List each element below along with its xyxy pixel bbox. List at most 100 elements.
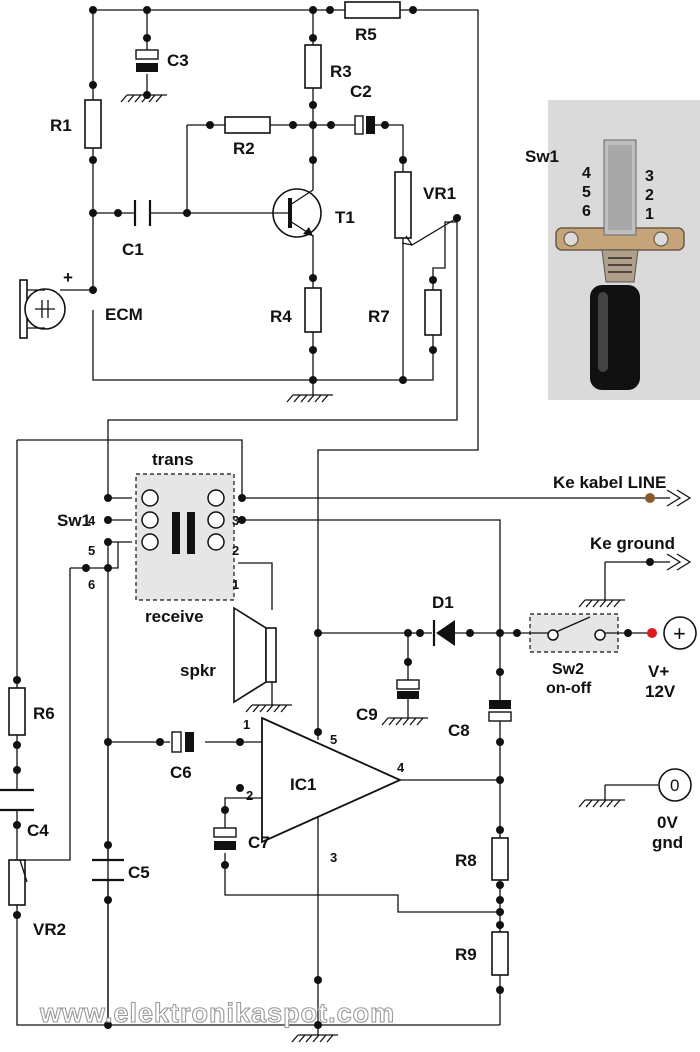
photo-pin-1: 1 (645, 206, 654, 223)
junction-dots (13, 6, 654, 1029)
r3-body (304, 44, 322, 89)
r4-body (304, 287, 322, 333)
ground-label: Ke ground (590, 534, 675, 553)
r3-label: R3 (330, 62, 352, 81)
t1-transistor (272, 188, 322, 238)
sw1-pin-3: 3 (232, 513, 239, 528)
c5-label: C5 (128, 863, 150, 882)
photo-pin-4: 4 (582, 165, 591, 182)
vr2-label: VR2 (33, 920, 66, 939)
line-connector[interactable] (645, 489, 692, 507)
component-labels: R1 R2 R3 R4 R5 R6 R7 R8 R9 C1 C2 C3 C4 C… (27, 25, 477, 964)
r4-label: R4 (270, 307, 292, 326)
photo-pin-3: 3 (645, 168, 654, 185)
vplus-label: V+ (648, 662, 669, 681)
r8-body (491, 837, 509, 881)
zero-icon: 0 (670, 776, 679, 795)
receive-label: receive (145, 607, 204, 626)
t1-label: T1 (335, 208, 355, 227)
sw2-label: Sw2 (552, 661, 584, 678)
c9-capacitor (396, 679, 420, 699)
ic-pin-2: 2 (246, 788, 253, 803)
zero-volt-terminal[interactable] (658, 768, 692, 802)
c2-capacitor (354, 115, 375, 135)
c4-label: C4 (27, 821, 49, 840)
ic-pin-3: 3 (330, 850, 337, 865)
r5-label: R5 (355, 25, 377, 44)
vr1-label: VR1 (423, 184, 456, 203)
photo-sw1-label: Sw1 (525, 147, 559, 166)
sw1-labels: Sw1 trans receive 4 5 6 3 2 1 (57, 450, 239, 626)
ic1-amplifier (261, 716, 403, 844)
ground-symbols (120, 94, 625, 1043)
c8-label: C8 (448, 721, 470, 740)
spkr-label: spkr (180, 661, 216, 680)
r9-label: R9 (455, 945, 477, 964)
c7-label: C7 (248, 833, 270, 852)
c4-capacitor (0, 788, 34, 812)
switch-photo (548, 100, 700, 400)
vr2-potentiometer (8, 859, 28, 906)
photo-pin-2: 2 (645, 187, 654, 204)
sw1-switch (135, 473, 235, 601)
zero-volt-sublabel: gnd (652, 833, 683, 852)
r8-label: R8 (455, 851, 477, 870)
ground-connector[interactable] (666, 553, 692, 571)
ic-pin-5: 5 (330, 732, 337, 747)
r1-body (84, 99, 102, 149)
ic-pin-labels: 1 2 3 4 5 (243, 717, 405, 865)
r1-label: R1 (50, 116, 72, 135)
plus-icon: + (673, 621, 686, 646)
vplus-sublabel: 12V (645, 682, 676, 701)
connection-labels: Ke kabel LINE Ke ground Sw2 on-off V+ 12… (546, 473, 686, 852)
photo-labels: Sw1 4 5 6 3 2 1 (525, 147, 654, 223)
photo-pin-5: 5 (582, 184, 591, 201)
ic1-label: IC1 (290, 775, 316, 794)
r9-body (491, 931, 509, 976)
c3-label: C3 (167, 51, 189, 70)
r2-body (224, 116, 271, 134)
c1-capacitor (133, 200, 152, 226)
sw1-pin-1: 1 (232, 577, 239, 592)
ecm-microphone (19, 279, 66, 339)
sw1-pin-2: 2 (232, 543, 239, 558)
watermark: www.elektronikaspot.com (39, 998, 395, 1028)
r2-label: R2 (233, 139, 255, 158)
photo-pin-6: 6 (582, 203, 591, 220)
r5-body (344, 1, 401, 19)
capacitors (0, 49, 512, 882)
trans-label: trans (152, 450, 194, 469)
d1-label: D1 (432, 593, 454, 612)
vplus-terminal[interactable] (647, 616, 697, 650)
resistors (8, 1, 509, 976)
r6-body (8, 687, 26, 736)
ic-pin-1: 1 (243, 717, 250, 732)
ecm-label: ECM (105, 305, 143, 324)
sw1-label: Sw1 (57, 511, 91, 530)
c1-label: C1 (122, 240, 144, 259)
c6-label: C6 (170, 763, 192, 782)
c9-label: C9 (356, 705, 378, 724)
line-label: Ke kabel LINE (553, 473, 666, 492)
sw2-sublabel: on-off (546, 680, 592, 697)
c2-label: C2 (350, 82, 372, 101)
c5-capacitor (92, 858, 124, 882)
zero-volt-label: 0V (657, 813, 678, 832)
r6-label: R6 (33, 704, 55, 723)
ic-pin-4: 4 (397, 760, 405, 775)
sw1-pin-4: 4 (88, 513, 96, 528)
ecm-plus-label: + (63, 268, 73, 287)
sw1-pin-6: 6 (88, 577, 95, 592)
r7-label: R7 (368, 307, 390, 326)
r7-body (424, 289, 442, 336)
sw1-pin-5: 5 (88, 543, 95, 558)
c3-capacitor (135, 49, 159, 72)
c7-capacitor (213, 827, 237, 850)
vr1-potentiometer (394, 171, 458, 246)
c8-capacitor (488, 700, 512, 722)
d1-diode (432, 620, 455, 646)
speaker-icon (233, 606, 277, 705)
sw2-switch (529, 613, 619, 653)
c6-capacitor (171, 731, 194, 753)
